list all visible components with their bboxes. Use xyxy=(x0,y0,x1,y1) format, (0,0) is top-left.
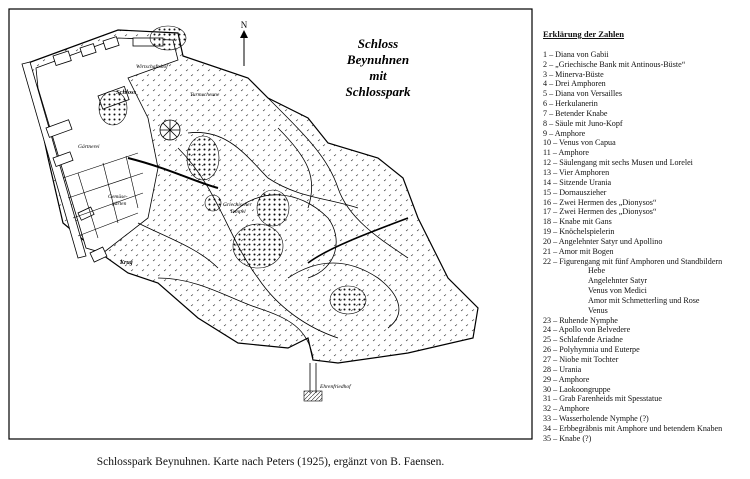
legend-subitem: Angelehnter Satyr xyxy=(588,276,648,286)
wood-areas xyxy=(98,25,367,315)
legend-item: 26 – Polyhymnia und Euterpe xyxy=(543,345,640,355)
legend-subitem: Venus xyxy=(588,305,608,315)
legend-item: 8 – Säule mit Juno-Kopf xyxy=(543,118,623,128)
legend-item: 15 – Dornauszieher xyxy=(543,187,607,197)
map-title-line-4: Schlosspark xyxy=(345,84,411,99)
legend-item: 6 – Herkulanerin xyxy=(543,99,598,109)
cemetery xyxy=(303,390,323,402)
legend-item: 13 – Vier Amphoren xyxy=(543,167,610,177)
legend-item: 2 – „Griechische Bank mit Antinous-Büste… xyxy=(543,59,686,69)
label-tempel-1: Griechischer xyxy=(223,202,253,208)
north-arrow: N xyxy=(240,20,248,66)
legend-item: 16 – Zwei Hermen des „Dionysos“ xyxy=(543,197,657,207)
garden-lines xyxy=(62,152,144,239)
legend-item: 17 – Zwei Hermen des „Dionysos“ xyxy=(543,207,657,217)
label-gaertnerei: Gärtnerei xyxy=(78,144,100,150)
legend-item: 30 – Laokoongruppe xyxy=(543,384,611,394)
legend-item: 14 – Sitzende Urania xyxy=(543,177,612,187)
round-parterre xyxy=(159,119,181,141)
legend-item: 1 – Diana von Gabii xyxy=(543,49,609,59)
label-krug: Krug xyxy=(119,260,133,266)
legend-item: 18 – Knabe mit Gans xyxy=(543,217,612,227)
map-title-line-3: mit xyxy=(369,68,387,83)
label-turmscheune: Turmscheune xyxy=(190,92,220,98)
label-gemuesegarten-2: gärten xyxy=(112,201,127,207)
legend-item: 4 – Drei Amphoren xyxy=(543,79,606,89)
legend-item: 28 – Urania xyxy=(543,364,582,374)
legend: Erklärung der Zahlen 1 – Diana von Gabii… xyxy=(543,29,748,444)
legend-item: 20 – Angelehnter Satyr und Apollino xyxy=(543,236,663,246)
legend-item: 9 – Amphore xyxy=(543,128,586,138)
legend-item: 31 – Grab Farenheids mit Spesstatue xyxy=(543,394,662,404)
park-paths xyxy=(137,97,409,359)
canal xyxy=(127,157,219,189)
legend-item: 5 – Diana von Versailles xyxy=(543,89,622,99)
legend-title: Erklärung der Zahlen xyxy=(543,29,625,39)
map-title: Schloss Beynuhnen mit Schlosspark xyxy=(345,36,411,99)
legend-item: 25 – Schlafende Ariadne xyxy=(543,335,623,345)
legend-item: 12 – Säulengang mit sechs Musen und Lore… xyxy=(543,158,693,168)
legend-subitem: Venus von Medici xyxy=(588,286,647,296)
north-label: N xyxy=(241,20,248,30)
legend-item: 32 – Amphore xyxy=(543,404,590,414)
legend-subitem: Amor mit Schmetterling und Rose xyxy=(588,295,700,305)
legend-item: 35 – Knabe (?) xyxy=(543,433,592,443)
label-ehrenfriedhof: Ehrenfriedhof xyxy=(319,383,352,390)
legend-item: 23 – Ruhende Nymphe xyxy=(543,315,618,325)
map-caption: Schlosspark Beynuhnen. Karte nach Peters… xyxy=(96,456,445,468)
legend-item: 7 – Betender Knabe xyxy=(543,108,608,118)
legend-item: 3 – Minerva-Büste xyxy=(543,69,604,79)
label-gemuesegarten-1: Gemüse- xyxy=(108,194,128,200)
legend-item: 11 – Amphore xyxy=(543,148,590,158)
legend-item: 34 – Erbbegräbnis mit Amphore und betend… xyxy=(543,423,723,433)
cemetery-path xyxy=(309,363,317,393)
legend-item: 29 – Amphore xyxy=(543,374,590,384)
legend-item: 10 – Venus von Capua xyxy=(543,138,616,148)
legend-list: 1 – Diana von Gabii 2 – „Griechische Ban… xyxy=(543,50,748,444)
map-title-line-2: Beynuhnen xyxy=(346,52,409,67)
label-schloss: Schloss xyxy=(116,89,137,96)
legend-item: 22 – Figurengang mit fünf Amphoren und S… xyxy=(543,256,723,266)
map-title-line-1: Schloss xyxy=(358,36,398,51)
legend-item: 27 – Niobe mit Tochter xyxy=(543,355,619,364)
legend-item: 24 – Apollo von Belvedere xyxy=(543,325,631,335)
legend-item: 19 – Knöchelspielerin xyxy=(543,227,615,237)
legend-item: 21 – Amor mit Bogen xyxy=(543,246,614,256)
legend-item: 33 – Wasserholende Nymphe (?) xyxy=(543,414,649,424)
stream xyxy=(307,217,409,264)
label-tempel-2: Tempel xyxy=(230,209,246,215)
label-wirtschaftshof: Wirtschaftshof xyxy=(136,63,169,70)
park-map: N Schloss Beynuhnen mit Schlosspark Wirt… xyxy=(8,8,533,440)
legend-subitem: Hebe xyxy=(588,266,606,276)
